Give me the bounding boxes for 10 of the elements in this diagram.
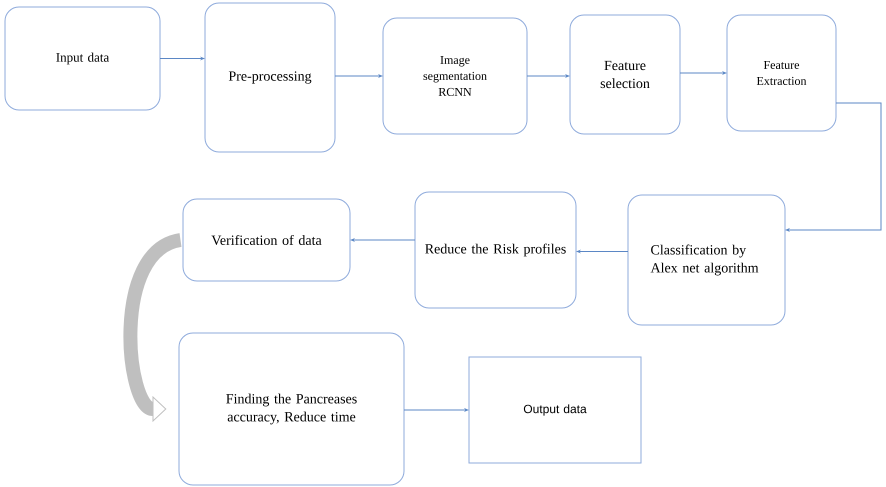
output-box: Output data: [468, 356, 642, 464]
process-box: Feature Extraction: [726, 14, 836, 132]
process-box: Reduce the Risk profiles: [414, 192, 576, 308]
process-box: Input data: [4, 6, 161, 110]
process-box: Classification by Alex net algorithm: [628, 194, 786, 326]
process-box: Pre-processing: [204, 2, 336, 152]
process-box: Feature selection: [570, 14, 680, 134]
process-box: Verification of data: [182, 198, 350, 282]
process-box: Image segmentation RCNN: [382, 18, 528, 134]
process-box: Finding the Pancreases accuracy, Reduce time: [178, 332, 404, 486]
